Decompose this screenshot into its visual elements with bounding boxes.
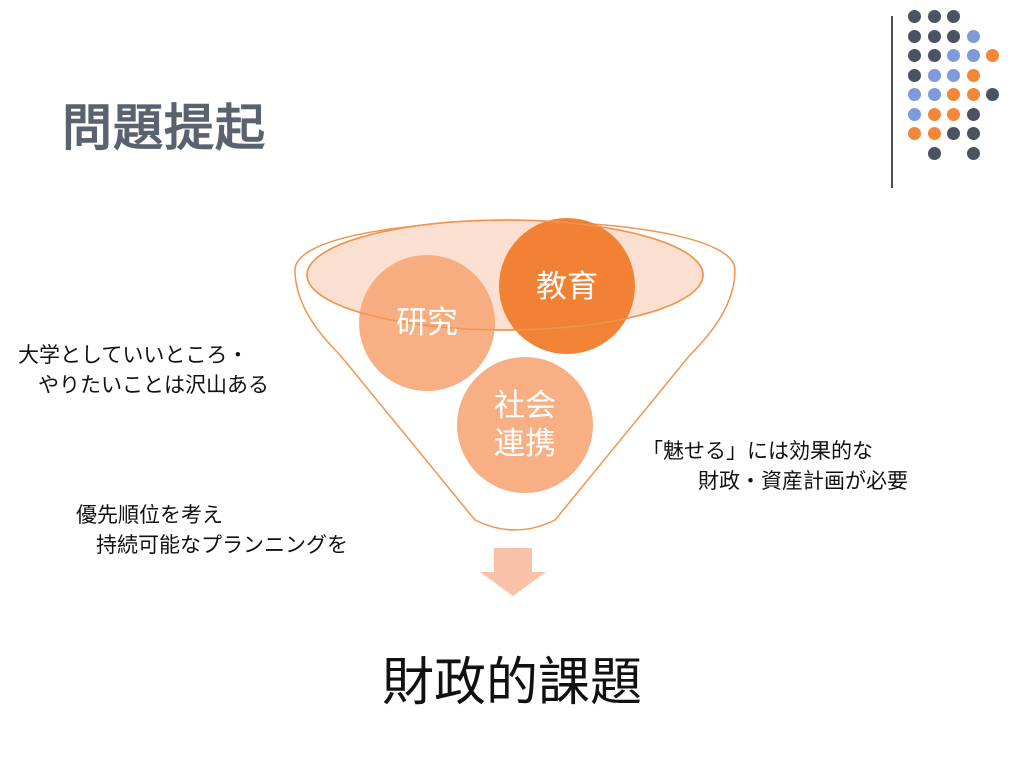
grid-dot bbox=[927, 107, 941, 121]
note-left-bottom-line2: 持続可能なプランニングを bbox=[96, 533, 348, 557]
grid-dot bbox=[908, 68, 921, 82]
title-divider bbox=[891, 16, 893, 188]
note-left-bottom: 優先順位を考え 持続可能なプランニングを bbox=[76, 500, 348, 560]
note-left-top: 大学としていいところ・ やりたいことは沢山ある bbox=[18, 340, 269, 400]
grid-dot bbox=[908, 10, 921, 23]
note-left-top-line1: 大学としていいところ・ bbox=[18, 343, 249, 367]
conclusion-text: 財政的課題 bbox=[381, 653, 642, 713]
grid-dot bbox=[966, 68, 980, 82]
funnel-top-band-overlay bbox=[306, 219, 704, 331]
arrow-down-icon bbox=[480, 548, 546, 596]
grid-dot bbox=[947, 107, 960, 121]
grid-dot bbox=[908, 29, 921, 43]
grid-dot bbox=[966, 29, 980, 43]
grid-dot bbox=[908, 49, 921, 62]
grid-dot bbox=[927, 146, 941, 160]
note-left-bottom-line1: 優先順位を考え bbox=[76, 503, 223, 527]
grid-dot bbox=[947, 49, 960, 62]
grid-dot bbox=[947, 88, 960, 101]
label-kyoiku: 教育 bbox=[536, 269, 598, 305]
circle-kyoiku bbox=[499, 218, 635, 354]
grid-dot bbox=[927, 88, 941, 101]
grid-dot bbox=[966, 49, 980, 62]
dot-grid-icon bbox=[908, 10, 1008, 165]
note-right-line2: 財政・資産計画が必要 bbox=[698, 469, 908, 493]
grid-dot bbox=[947, 10, 960, 23]
grid-dot bbox=[908, 127, 921, 140]
grid-dot bbox=[927, 68, 941, 82]
note-right: 「魅せる」には効果的な 財政・資産計画が必要 bbox=[642, 436, 908, 496]
label-shakai-line1: 社会 bbox=[494, 388, 556, 424]
grid-dot bbox=[927, 127, 941, 140]
grid-dot bbox=[947, 29, 960, 43]
label-shakai: 社会 連携 bbox=[494, 387, 556, 463]
circle-kenkyu bbox=[359, 255, 495, 391]
note-left-top-line2: やりたいことは沢山ある bbox=[38, 373, 269, 397]
grid-dot bbox=[966, 146, 980, 160]
grid-dot bbox=[908, 88, 921, 101]
grid-dot bbox=[966, 107, 980, 121]
slide-title: 問題提起 bbox=[62, 99, 266, 157]
label-kenkyu: 研究 bbox=[396, 305, 458, 341]
note-right-line1: 「魅せる」には効果的な bbox=[642, 439, 873, 463]
grid-dot bbox=[986, 49, 999, 62]
grid-dot bbox=[986, 88, 999, 101]
funnel-diagram bbox=[294, 218, 736, 531]
grid-dot bbox=[908, 107, 921, 121]
grid-dot bbox=[947, 127, 960, 140]
grid-dot bbox=[927, 29, 941, 43]
grid-dot bbox=[966, 127, 980, 140]
grid-dot bbox=[927, 10, 941, 23]
circle-shakai bbox=[457, 357, 593, 493]
grid-dot bbox=[927, 49, 941, 62]
label-shakai-line2: 連携 bbox=[494, 426, 556, 462]
grid-dot bbox=[947, 68, 960, 82]
grid-dot bbox=[966, 88, 980, 101]
